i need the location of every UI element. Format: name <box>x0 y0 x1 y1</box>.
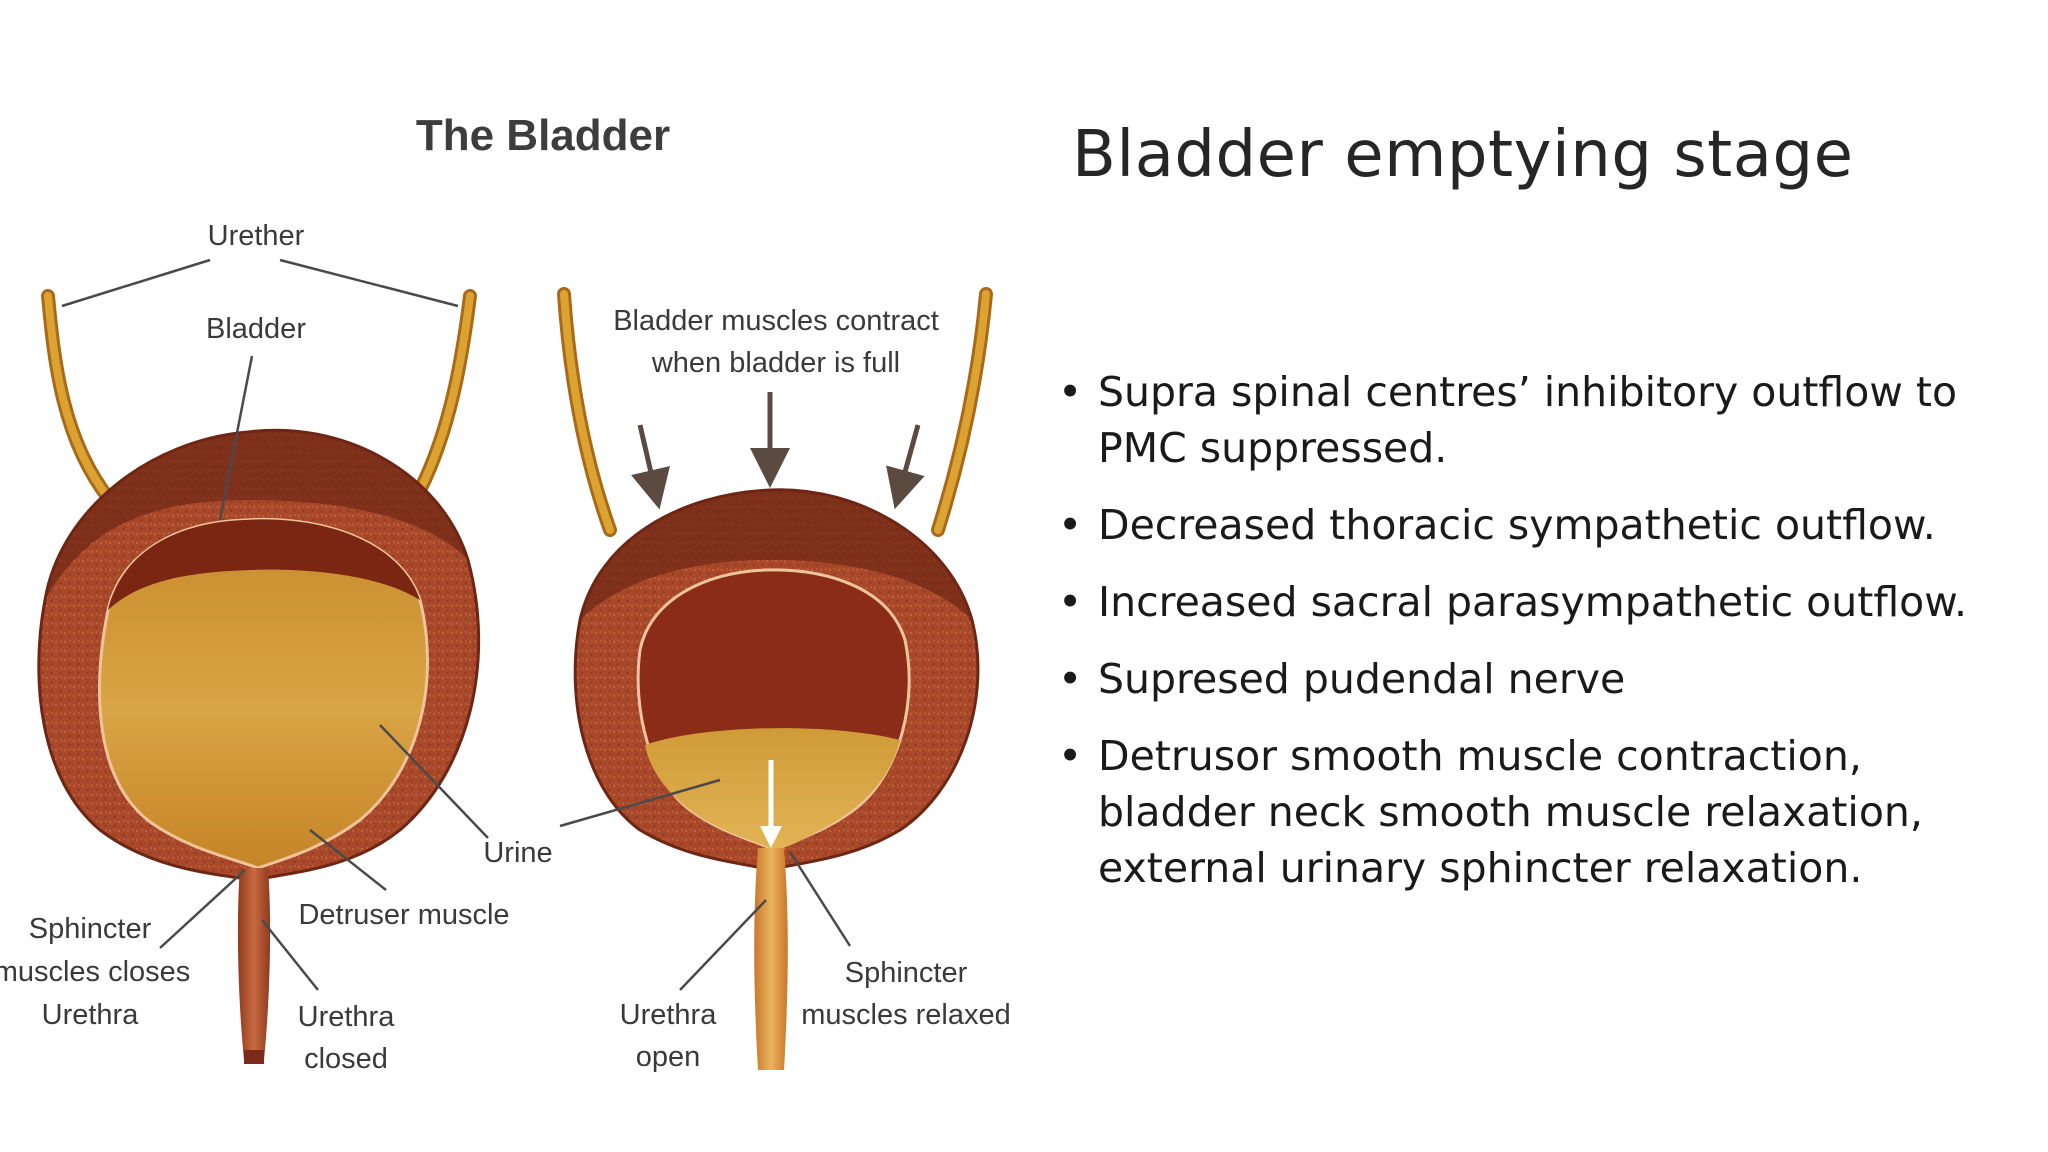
label-urethra-open-line2: open <box>636 1041 701 1073</box>
bullet-item: • Supresed pudendal nerve <box>1058 651 2018 707</box>
urethra-open <box>754 848 788 1070</box>
figure-title: The Bladder <box>416 111 670 160</box>
bullet-glyph: • <box>1058 578 1083 626</box>
bullet-item: • Supra spinal centres’ inhibitory outflo… <box>1058 364 2018 476</box>
bullet-text: Supresed pudendal nerve <box>1098 655 1626 703</box>
bullet-glyph: • <box>1058 368 1083 416</box>
contraction-arrow <box>631 424 670 510</box>
slide-title: Bladder emptying stage <box>1072 118 1854 192</box>
bladder-illustration: The Bladder <box>0 70 1040 1140</box>
label-urethra-closed-line2: closed <box>304 1043 388 1075</box>
label-sphincter-relaxed-line1: Sphincter <box>845 957 968 989</box>
bullet-item: • Decreased thoracic sympathetic outflow. <box>1058 497 2018 553</box>
bullet-list: • Supra spinal centres’ inhibitory outflo… <box>1058 364 2018 917</box>
leader-lines <box>61 258 852 991</box>
label-sphincter-closed-line1: Sphincter <box>29 913 152 945</box>
bullet-text: Detrusor smooth muscle contraction, blad… <box>1098 732 1923 892</box>
bladder-emptying <box>557 287 993 1070</box>
bullet-text: Increased sacral parasympathetic outflow… <box>1098 578 1968 626</box>
label-sphincter-closed-line2: muscles closes <box>0 956 190 988</box>
label-contract-line1: Bladder muscles contract <box>613 305 939 337</box>
label-ureter: Urether <box>208 220 305 252</box>
label-bladder: Bladder <box>206 313 306 345</box>
label-urethra-open-line1: Urethra <box>620 999 718 1031</box>
bullet-text: Decreased thoracic sympathetic outflow. <box>1098 501 1936 549</box>
label-urethra-closed-line1: Urethra <box>298 1001 396 1033</box>
label-urine: Urine <box>483 837 552 869</box>
left-ureter <box>41 289 117 507</box>
label-contract-line2: when bladder is full <box>651 347 900 379</box>
bullet-glyph: • <box>1058 501 1083 549</box>
label-sphincter-relaxed-line2: muscles relaxed <box>801 999 1011 1031</box>
bullet-glyph: • <box>1058 655 1083 703</box>
label-sphincter-closed-line3: Urethra <box>42 999 140 1031</box>
bullet-item: • Detrusor smooth muscle contraction, bla… <box>1058 728 2018 896</box>
bullet-glyph: • <box>1058 732 1083 780</box>
bladder-full <box>37 289 481 1064</box>
bullet-text: Supra spinal centres’ inhibitory outflow… <box>1098 368 1958 472</box>
contraction-arrow <box>886 424 925 510</box>
urethra-closed <box>237 868 271 1060</box>
label-detrusor: Detruser muscle <box>298 899 509 931</box>
bullet-item: • Increased sacral parasympathetic outflo… <box>1058 574 2018 630</box>
